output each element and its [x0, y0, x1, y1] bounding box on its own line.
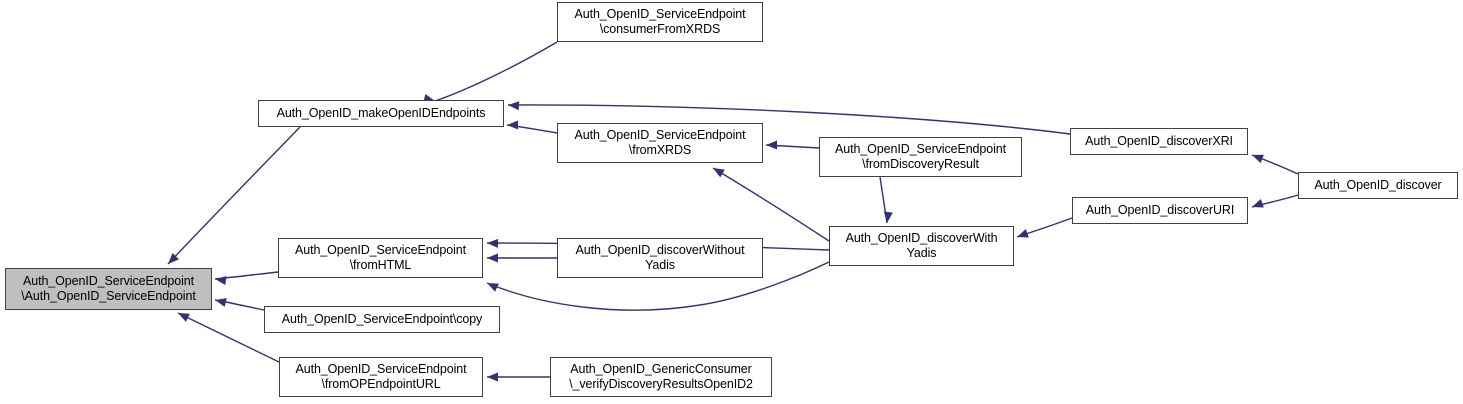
graph-edge — [765, 144, 820, 149]
graph-edge — [214, 271, 279, 280]
graph-edge — [1251, 154, 1299, 175]
graph-edge-arrowhead — [1017, 229, 1029, 238]
graph-node-fromDiscoveryResult[interactable]: Auth_OpenID_ServiceEndpoint \fromDiscove… — [819, 137, 1022, 177]
graph-node-fromXRDS[interactable]: Auth_OpenID_ServiceEndpoint \fromXRDS — [557, 123, 763, 163]
graph-node-discoverXRI[interactable]: Auth_OpenID_discoverXRI — [1070, 128, 1248, 155]
graph-node-label: Auth_OpenID_GenericConsumer \_verifyDisc… — [569, 362, 753, 391]
graph-node-discoverWithoutYadis[interactable]: Auth_OpenID_discoverWithout Yadis — [557, 238, 763, 278]
graph-node-label: Auth_OpenID_discoverURI — [1085, 203, 1235, 217]
graph-edge — [506, 124, 558, 134]
graph-edge — [434, 41, 558, 102]
graph-edge-arrowhead — [487, 253, 498, 263]
graph-node-label: Auth_OpenID_ServiceEndpoint \fromOPEndpo… — [295, 362, 467, 391]
graph-node-label: Auth_OpenID_ServiceEndpoint \consumerFro… — [574, 7, 746, 36]
graph-node-fromHTML[interactable]: Auth_OpenID_ServiceEndpoint \fromHTML — [278, 238, 483, 278]
graph-edge-arrowhead — [507, 120, 518, 130]
graph-edge-arrowhead — [487, 372, 498, 382]
graph-node-label: Auth_OpenID_ServiceEndpoint\copy — [281, 312, 483, 326]
graph-edge — [712, 167, 830, 242]
graph-edge — [1251, 194, 1299, 208]
graph-node-discoverURI[interactable]: Auth_OpenID_discoverURI — [1072, 197, 1248, 224]
graph-node-verifyDiscoveryResultsOpenID2[interactable]: Auth_OpenID_GenericConsumer \_verifyDisc… — [550, 357, 772, 397]
graph-node-consumerFromXRDS[interactable]: Auth_OpenID_ServiceEndpoint \consumerFro… — [557, 2, 763, 42]
graph-node-label: Auth_OpenID_discoverXRI — [1085, 134, 1233, 148]
graph-edge — [879, 176, 888, 224]
graph-node-discover[interactable]: Auth_OpenID_discover — [1298, 172, 1458, 199]
graph-edge — [1016, 217, 1073, 238]
graph-node-makeOpenIDEndpoints[interactable]: Auth_OpenID_makeOpenIDEndpoints — [258, 100, 504, 127]
graph-node-fromOPEndpointURL[interactable]: Auth_OpenID_ServiceEndpoint \fromOPEndpo… — [279, 357, 483, 397]
graph-edge-arrowhead — [168, 253, 179, 264]
graph-node-label: Auth_OpenID_makeOpenIDEndpoints — [276, 106, 486, 120]
graph-edge-arrowhead — [215, 276, 227, 285]
graph-edge-arrowhead — [766, 140, 777, 150]
graph-edge-arrowhead — [487, 283, 499, 292]
graph-edge-arrowhead — [883, 211, 893, 223]
graph-node-label: Auth_OpenID_ServiceEndpoint \fromHTML — [294, 243, 467, 272]
graph-node-label: Auth_OpenID_discoverWith Yadis — [845, 231, 998, 260]
graph-node-label: Auth_OpenID_ServiceEndpoint \fromDiscove… — [834, 142, 1007, 171]
graph-edge — [214, 299, 265, 311]
graph-node-label: Auth_OpenID_ServiceEndpoint \Auth_OpenID… — [21, 274, 196, 303]
graph-node-root[interactable]: Auth_OpenID_ServiceEndpoint \Auth_OpenID… — [5, 268, 212, 310]
graph-node-copy[interactable]: Auth_OpenID_ServiceEndpoint\copy — [264, 306, 500, 333]
graph-edge-arrowhead — [487, 238, 499, 248]
graph-edge-arrowhead — [713, 168, 725, 178]
graph-node-label: Auth_OpenID_discoverWithout Yadis — [575, 243, 745, 272]
graph-node-label: Auth_OpenID_ServiceEndpoint \fromXRDS — [574, 128, 746, 157]
graph-node-label: Auth_OpenID_discover — [1314, 178, 1442, 192]
graph-edge-arrowhead — [508, 101, 520, 111]
graph-edge-arrowhead — [215, 298, 227, 307]
graph-node-discoverWithYadis[interactable]: Auth_OpenID_discoverWith Yadis — [829, 226, 1014, 266]
graph-edge-arrowhead — [1252, 199, 1264, 208]
graph-edge-arrowhead — [178, 313, 190, 322]
graph-edge-arrowhead — [1252, 154, 1264, 164]
